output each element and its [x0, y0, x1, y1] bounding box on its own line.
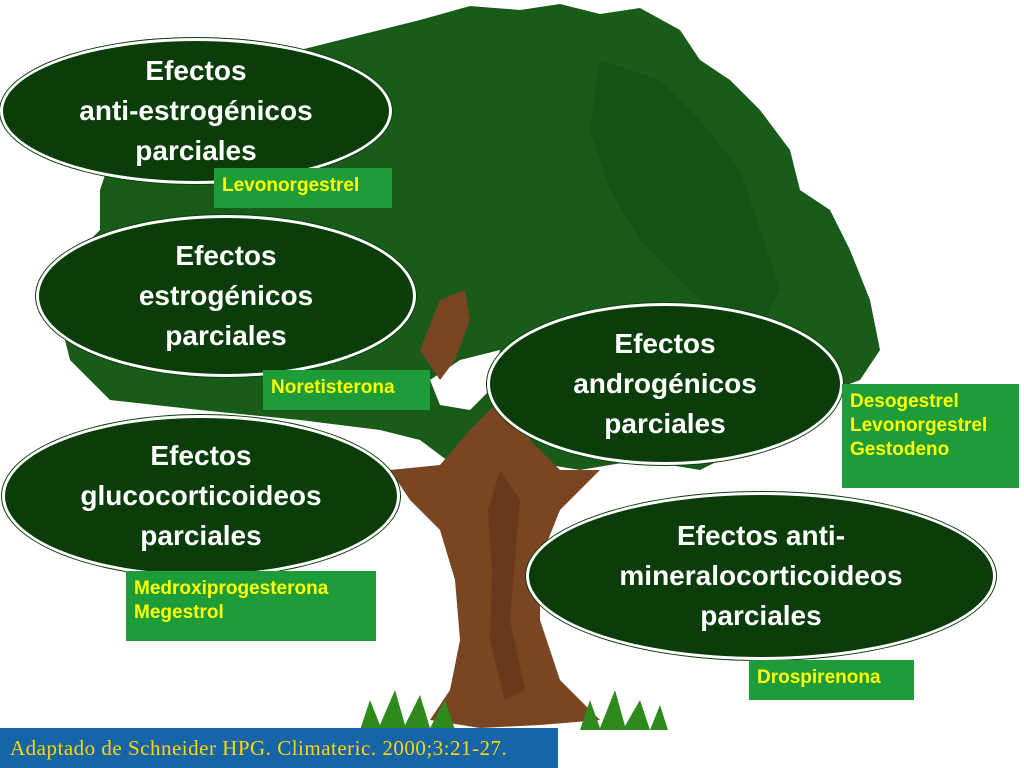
foliage-gap	[430, 350, 500, 410]
grass	[360, 690, 668, 730]
tag-noretisterona: Noretisterona	[263, 370, 430, 410]
branch-left	[420, 290, 470, 380]
tag-drospirenona: Drospirenona	[749, 660, 914, 700]
trunk-shading	[488, 470, 525, 700]
grass-blades	[360, 690, 668, 730]
tag-levonorgestrel: Levonorgestrel	[214, 168, 392, 208]
tree-trunk	[390, 290, 600, 728]
foliage-shadow	[590, 60, 780, 330]
citation-caption: Adaptado de Schneider HPG. Climateric. 2…	[0, 728, 558, 768]
